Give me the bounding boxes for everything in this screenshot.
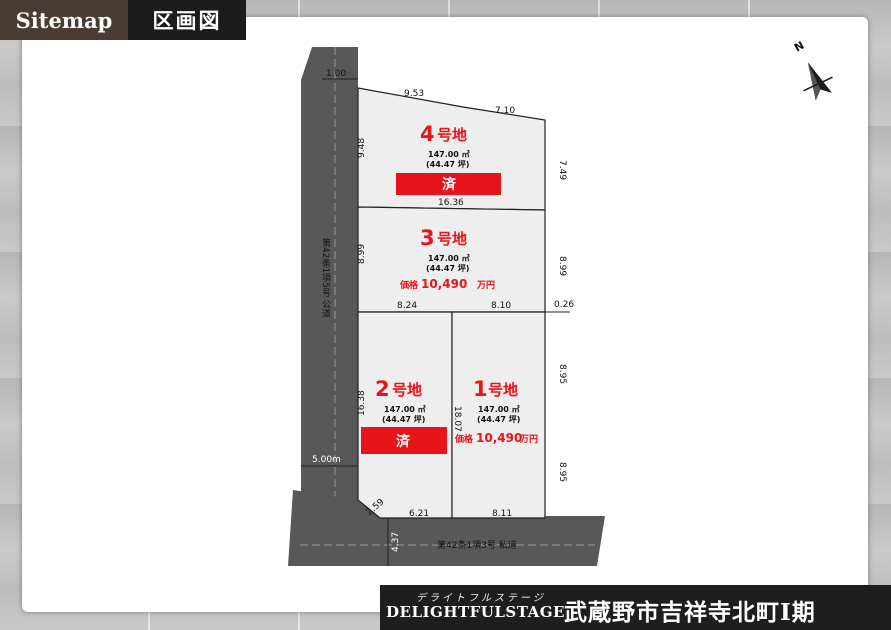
- lot-4-label: 4 号地 147.00 ㎡ (44.47 坪) 済: [396, 122, 501, 195]
- dim-7.10: 7.10: [495, 106, 515, 116]
- lot-2-label: 2 号地 147.00 ㎡ (44.47 坪) 済: [361, 377, 447, 454]
- project-name: 武蔵野市吉祥寺北町Ⅰ期: [564, 599, 816, 626]
- dim-8.95-bottom: 8.95: [557, 462, 567, 482]
- brand-kana: デライトフルステージ: [416, 593, 546, 604]
- dim-9.53: 9.53: [404, 89, 424, 99]
- lot-1-price-value: 10,490: [476, 431, 522, 445]
- dim-6.21: 6.21: [409, 509, 429, 519]
- brand-name: DELIGHTFULSTAGE: [386, 603, 565, 621]
- south-road-label: 第42条1項3号 私道: [437, 539, 517, 551]
- header-title-en: Sitemap: [0, 0, 128, 40]
- lot-3-price-prefix: 価格: [399, 279, 419, 291]
- dim-8.99-right: 8.99: [557, 256, 567, 276]
- dim-7.49: 7.49: [557, 160, 567, 180]
- dim-8.10: 8.10: [491, 301, 511, 311]
- lot-3-price-unit: 万円: [476, 280, 495, 291]
- dim-4.37: 4.37: [391, 532, 401, 552]
- lot-4-area-tsubo: (44.47 坪): [426, 159, 469, 169]
- lot-1-suffix: 号地: [488, 381, 518, 399]
- dim-16.36: 16.36: [438, 198, 464, 208]
- north-label: N: [792, 39, 806, 55]
- dim-8.11: 8.11: [492, 509, 512, 519]
- lot-1-area: [451, 311, 546, 519]
- lot-1-area-tsubo: (44.47 坪): [477, 414, 520, 424]
- dim-8.99-left: 8.99: [357, 244, 367, 264]
- lot-2-status: 済: [396, 433, 411, 450]
- lot-2-area-m2: 147.00 ㎡: [384, 404, 426, 414]
- lot-2-area: [357, 311, 453, 519]
- lot-3-label: 3 号地 147.00 ㎡ (44.47 坪) 価格 10,490 万円: [399, 226, 495, 291]
- dim-0.26: 0.26: [554, 300, 574, 310]
- dim-8.95-top: 8.95: [557, 364, 567, 384]
- footer-banner: デライトフルステージ DELIGHTFULSTAGE 武蔵野市吉祥寺北町Ⅰ期: [380, 585, 891, 630]
- lot-3-area-tsubo: (44.47 坪): [426, 263, 469, 273]
- lot-4-status: 済: [442, 176, 457, 193]
- lot-1-price-unit: 万円: [519, 434, 538, 445]
- dim-8.24: 8.24: [397, 301, 417, 311]
- lot-1-price-prefix: 価格: [454, 433, 474, 445]
- lot-4-area-m2: 147.00 ㎡: [428, 149, 470, 159]
- south-road: [288, 490, 605, 566]
- north-arrow-icon: [803, 62, 833, 101]
- lot-2-area-tsubo: (44.47 坪): [382, 414, 425, 424]
- lot-3-number: 3: [420, 226, 435, 250]
- lot-3-price-value: 10,490: [421, 277, 467, 291]
- west-road-label: 第42条1項5号 公道: [320, 237, 331, 319]
- lot-4-sold-badge: [396, 173, 501, 195]
- dim-5.00: 5.00m: [312, 455, 341, 465]
- header: Sitemap 区画図: [0, 0, 246, 40]
- lot-3-area-m2: 147.00 ㎡: [428, 253, 470, 263]
- lot-1-label: 1 号地 147.00 ㎡ (44.47 坪) 価格 10,490 万円: [454, 377, 538, 445]
- dim-16.38: 16.38: [357, 390, 367, 416]
- dim-9.48: 9.48: [357, 138, 367, 158]
- lot-1-area-m2: 147.00 ㎡: [478, 404, 520, 414]
- dim-18.07: 18.07: [452, 406, 462, 432]
- lot-3-suffix: 号地: [437, 230, 467, 248]
- lot-1-number: 1: [473, 377, 488, 401]
- west-road: [301, 47, 358, 500]
- lot-4-suffix: 号地: [437, 126, 467, 144]
- lot-2-suffix: 号地: [392, 381, 422, 399]
- dim-1.00: 1.00: [326, 69, 346, 79]
- lot-2-sold-badge: [361, 427, 447, 454]
- lot-2-number: 2: [375, 377, 390, 401]
- header-title-jp: 区画図: [128, 0, 246, 40]
- lot-4-number: 4: [420, 122, 435, 146]
